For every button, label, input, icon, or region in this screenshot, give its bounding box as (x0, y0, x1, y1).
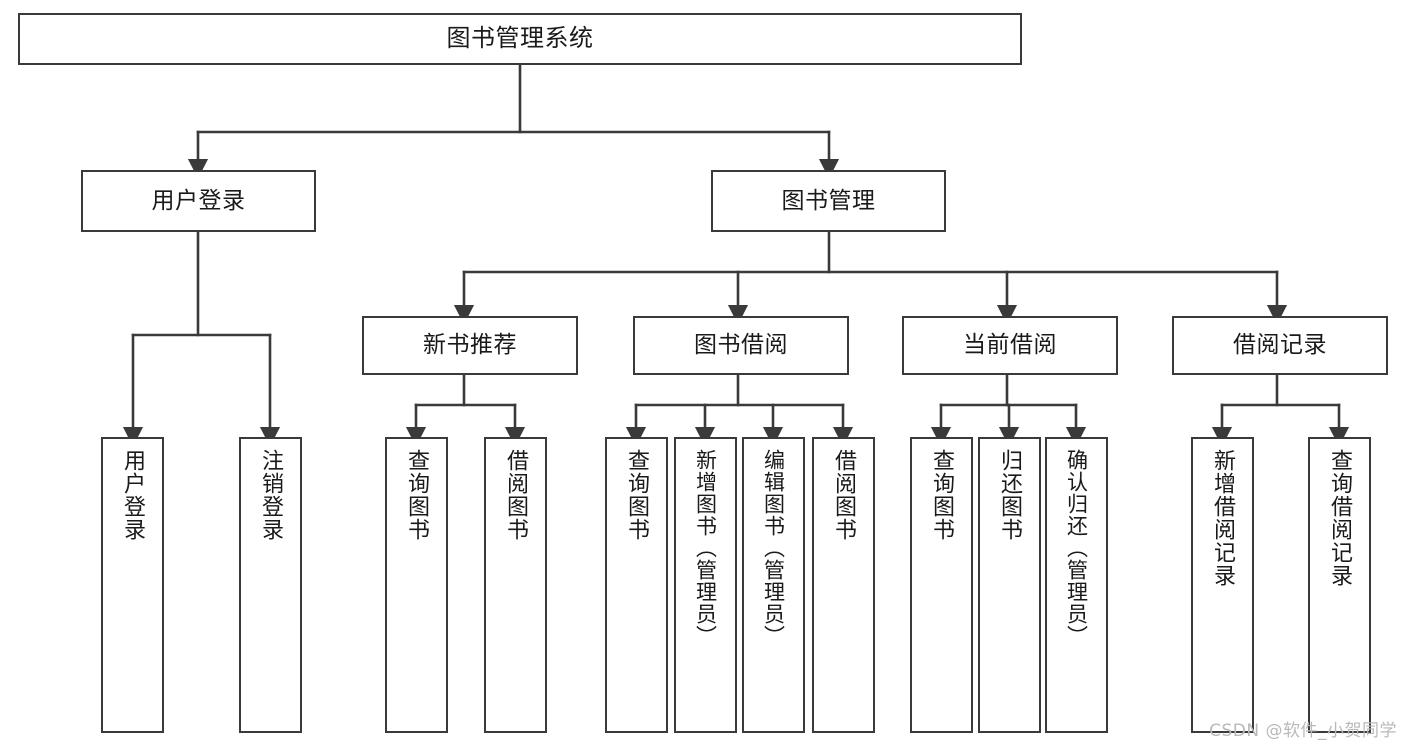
node-label: 确认归还（管理员） (1064, 449, 1089, 647)
node-user-login[interactable]: 用户登录 (81, 170, 316, 232)
node-label: 注销登录 (258, 449, 284, 541)
node-label: 借阅图书 (831, 449, 857, 541)
node-label: 用户登录 (151, 187, 246, 214)
node-book-manage[interactable]: 图书管理 (711, 170, 946, 232)
node-leaf-user-logout[interactable]: 注销登录 (239, 437, 302, 733)
node-label: 查询图书 (624, 449, 650, 541)
node-label: 新增图书（管理员） (693, 449, 718, 647)
node-label: 新增借阅记录 (1210, 449, 1236, 587)
node-leaf-add-book-admin[interactable]: 新增图书（管理员） (674, 437, 737, 733)
node-root-book-management-system[interactable]: 图书管理系统 (18, 13, 1022, 65)
node-label: 借阅图书 (503, 449, 529, 541)
node-label: 借阅记录 (1233, 332, 1327, 359)
node-borrow-record[interactable]: 借阅记录 (1172, 316, 1388, 375)
node-current-borrow[interactable]: 当前借阅 (902, 316, 1118, 375)
node-label: 查询图书 (404, 449, 430, 541)
node-label: 图书借阅 (694, 332, 788, 359)
node-label: 归还图书 (997, 449, 1023, 541)
node-label: 用户登录 (120, 449, 146, 541)
node-label: 查询借阅记录 (1327, 449, 1353, 587)
node-label: 查询图书 (929, 449, 955, 541)
node-label: 新书推荐 (423, 332, 517, 359)
node-book-borrow[interactable]: 图书借阅 (633, 316, 849, 375)
node-leaf-confirm-return-admin[interactable]: 确认归还（管理员） (1045, 437, 1108, 733)
node-new-book-recommend[interactable]: 新书推荐 (362, 316, 578, 375)
node-leaf-edit-book-admin[interactable]: 编辑图书（管理员） (742, 437, 805, 733)
node-leaf-add-borrow-record[interactable]: 新增借阅记录 (1191, 437, 1254, 733)
node-leaf-query-book-3[interactable]: 查询图书 (910, 437, 973, 733)
node-leaf-user-login[interactable]: 用户登录 (101, 437, 164, 733)
node-label: 图书管理系统 (446, 24, 594, 53)
node-leaf-borrow-book-2[interactable]: 借阅图书 (812, 437, 875, 733)
node-leaf-query-borrow-record[interactable]: 查询借阅记录 (1308, 437, 1371, 733)
node-leaf-borrow-book-1[interactable]: 借阅图书 (484, 437, 547, 733)
node-leaf-query-book-1[interactable]: 查询图书 (385, 437, 448, 733)
node-leaf-query-book-2[interactable]: 查询图书 (605, 437, 668, 733)
node-label: 编辑图书（管理员） (761, 449, 786, 647)
csdn-watermark: CSDN @软件_小贺同学 (1209, 721, 1397, 741)
node-label: 图书管理 (781, 187, 876, 214)
node-leaf-return-book[interactable]: 归还图书 (978, 437, 1041, 733)
node-label: 当前借阅 (963, 332, 1057, 359)
